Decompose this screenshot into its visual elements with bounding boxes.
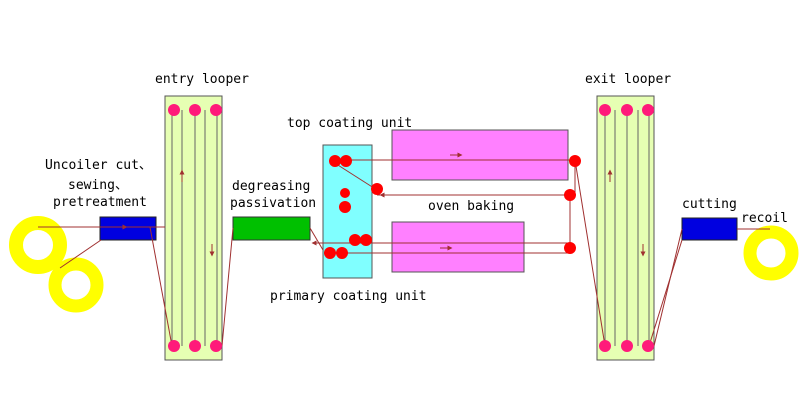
recoil-coil bbox=[743, 225, 799, 281]
bottom-oven bbox=[391, 221, 525, 273]
entry-looper-strands bbox=[171, 110, 218, 346]
entry-looper-rollers bbox=[168, 104, 222, 352]
entry-looper bbox=[164, 95, 223, 361]
top-oven bbox=[391, 129, 569, 181]
exit-looper bbox=[596, 95, 655, 361]
label-entry-looper: entry looper bbox=[155, 72, 249, 87]
exit-looper-strands bbox=[604, 110, 650, 346]
label-oven-baking: oven baking bbox=[428, 199, 514, 214]
label-uncoiler-3: pretreatment bbox=[53, 195, 147, 210]
cutting-unit bbox=[681, 217, 738, 241]
label-uncoiler-1: Uncoiler cut、 bbox=[45, 158, 152, 173]
exit-looper-rollers bbox=[599, 104, 654, 352]
pretreatment-unit bbox=[99, 216, 157, 241]
uncoiler-coil-1 bbox=[9, 216, 67, 274]
flow-arrows bbox=[115, 152, 646, 257]
label-degreasing-2: passivation bbox=[230, 196, 316, 211]
label-cutting: cutting bbox=[682, 197, 737, 212]
label-exit-looper: exit looper bbox=[585, 72, 671, 87]
uncoiler-coil-2 bbox=[48, 257, 104, 313]
label-degreasing-1: degreasing bbox=[232, 179, 310, 194]
label-top-coating: top coating unit bbox=[287, 116, 412, 131]
label-recoil: recoil bbox=[741, 211, 788, 226]
label-primary-coating: primary coating unit bbox=[270, 289, 427, 304]
coating-rollers bbox=[324, 155, 581, 259]
strip-path bbox=[38, 159, 770, 347]
label-uncoiler-2: sewing、 bbox=[68, 178, 128, 193]
degreasing-tank bbox=[232, 216, 311, 241]
